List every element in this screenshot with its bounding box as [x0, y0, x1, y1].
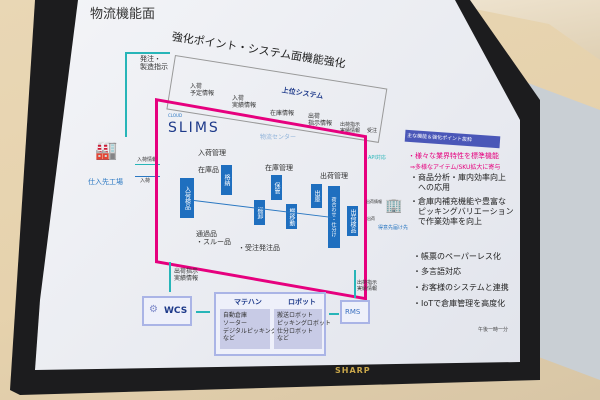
block: 出荷検品 [347, 206, 358, 236]
point: ・帳票のペーパーレス化 [413, 252, 501, 261]
api-label: API対応 [368, 155, 386, 161]
block: 出庫 [311, 184, 322, 208]
factory-icon: 🏭 [95, 140, 118, 161]
tv-brand-logo: SHARP [335, 366, 371, 375]
highlight: ⇒多様なアイテム/SKU拡大に寄与 [410, 164, 501, 171]
block: 棚卸 [254, 200, 265, 225]
flow-label: 出荷指示 実績情報 [357, 280, 378, 292]
slide-footer: 午後一時一分 [478, 327, 509, 333]
rms-label: RMS [345, 308, 361, 316]
matehan-title: マテハン [234, 298, 262, 306]
highlight: ・様々な業界特性を標準機能 [408, 152, 499, 160]
group-label: 出荷管理 [320, 172, 348, 180]
block: 格納 [221, 165, 232, 195]
point: ・倉庫内補充機能や豊富な ピッキングバリエーション で作業効率を向上 [410, 197, 514, 226]
wcs-label: WCS [164, 306, 188, 316]
flow-label: 入荷 予定情報 [190, 83, 215, 98]
block: 入荷検品 [180, 178, 194, 218]
wcs-box: ⚙ WCS [142, 296, 192, 326]
flow-label: 出荷指示 実績情報 [340, 122, 361, 134]
block: 棚移動 [286, 204, 297, 229]
flow-label: 受注 [367, 128, 378, 134]
matehan-items: 自動倉庫 ソーター デジタルピッキング など [220, 309, 277, 349]
section-title: 物流機能面 [90, 7, 156, 22]
group-label: 在庫品 [198, 166, 219, 174]
point: ・お客様のシステムと連携 [413, 283, 509, 292]
block: 保管 [271, 175, 282, 200]
supplier-label: 仕入先工場 [88, 178, 123, 186]
block: 荷合わせ・仕分け [328, 186, 340, 248]
order-instruction: 発注・ 製造指示 [140, 55, 168, 72]
matehan-robot-box: マテハン ロボット 自動倉庫 ソーター デジタルピッキング など 搬送ロボット … [214, 292, 331, 356]
bidirectional-arrow [196, 311, 210, 313]
gear-icon: ⚙ [149, 304, 158, 315]
rms-box: RMS [340, 300, 370, 324]
order-arrow [125, 52, 127, 137]
flow-label: 出荷 [367, 216, 375, 221]
point: ・IoTで倉庫管理を高度化 [413, 299, 506, 308]
slims-brand: CLOUD [168, 113, 183, 118]
flow-label: 出荷 指示情報 [308, 113, 333, 128]
bidirectional-arrow [329, 313, 339, 315]
center-label: 物流センター [260, 134, 297, 141]
group-label: 在庫管理 [265, 164, 293, 172]
order-item-label: ・受注発注品 [238, 244, 280, 252]
top-system-label: 上位システム [281, 86, 324, 101]
robot-items: 搬送ロボット ピッキングロボット 仕分ロボット など [274, 309, 331, 349]
slims-logo: SLIMS [168, 120, 220, 136]
building-icon: 🏢 [385, 198, 403, 214]
flow-label: 在庫情報 [270, 110, 295, 117]
point: ・多言語対応 [413, 267, 461, 276]
point: ・商品分析・庫内効率向上 への応用 [410, 173, 506, 192]
robot-title: ロボット [288, 298, 316, 306]
flow-label: 出荷指示 実績情報 [174, 268, 199, 283]
flow-label: 入荷情報 [137, 157, 158, 163]
group-label: 入荷管理 [198, 149, 226, 157]
panel-title: 主な機能＆強化ポイント抜粋 [404, 129, 501, 149]
flow-label: 入荷 実績情報 [232, 95, 257, 110]
through-label: 通過品 ・スルー品 [196, 230, 231, 247]
flow-label: 入荷 [140, 178, 151, 184]
customer-label: 得意先届け先 [378, 225, 409, 231]
flow-label: 出荷情報 [366, 199, 382, 204]
